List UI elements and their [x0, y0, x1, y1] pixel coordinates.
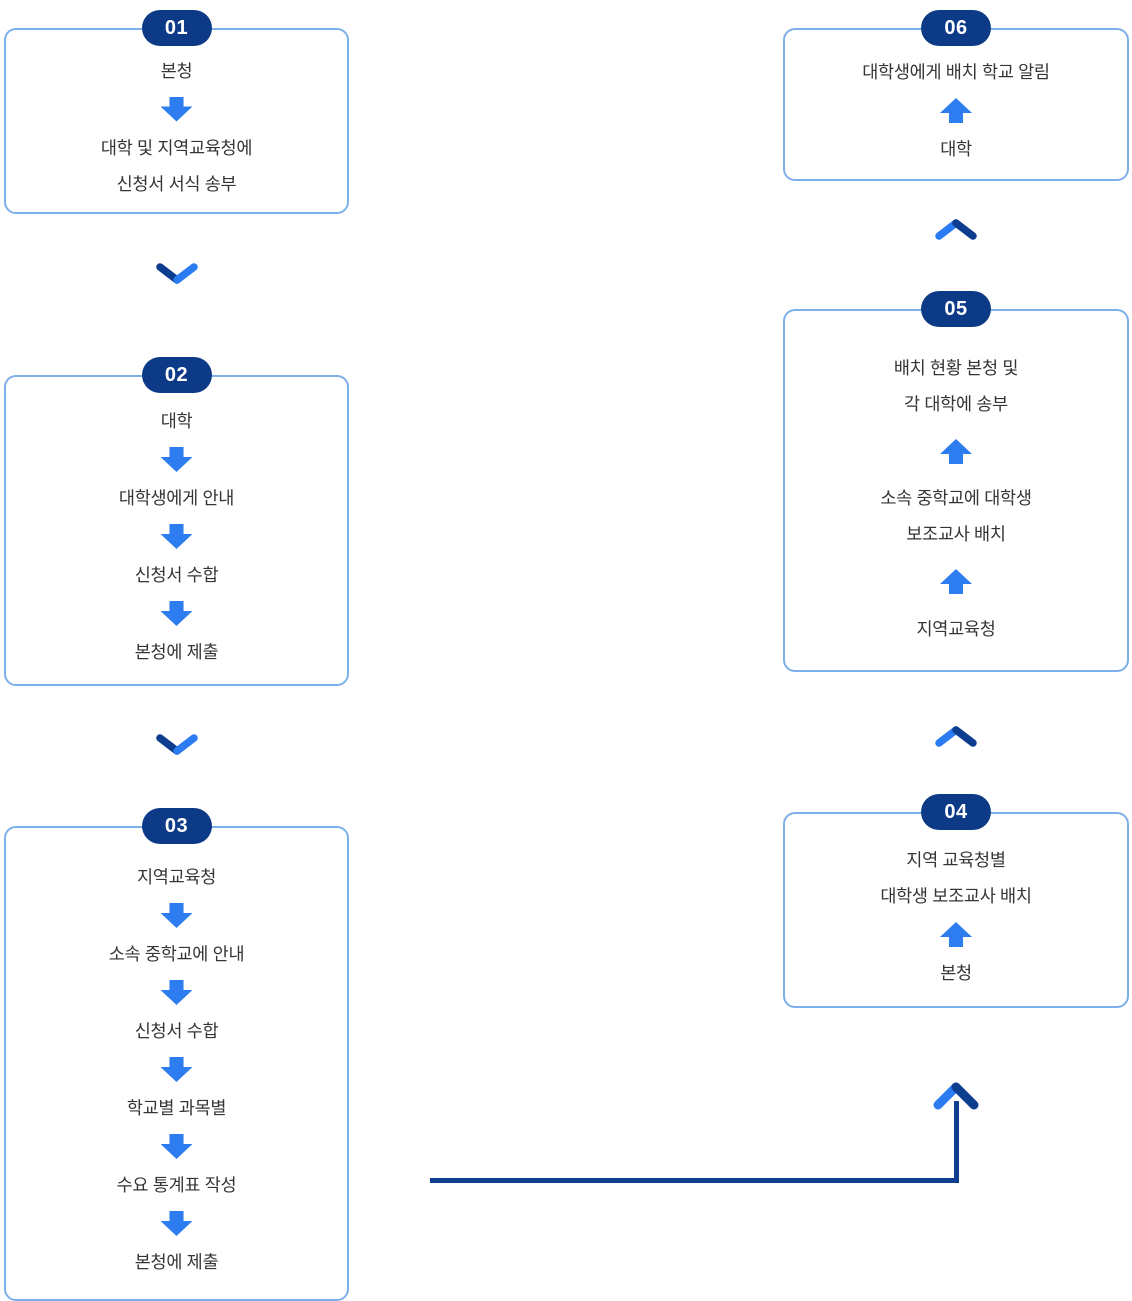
flow-step: 본청	[940, 955, 972, 991]
arrow-down-icon	[160, 980, 193, 1005]
step-label: 대학	[160, 411, 193, 431]
flow-step: 본청	[161, 53, 193, 89]
step-label: 지역 교육청별	[906, 849, 1006, 870]
step-label: 신청서 서식 송부	[116, 173, 237, 194]
step-number-badge: 04	[921, 794, 991, 830]
arrow-down-icon	[160, 1134, 193, 1159]
arrow-down-icon	[160, 96, 193, 122]
step-label: 대학	[940, 139, 972, 159]
step-number-badge: 06	[921, 10, 991, 46]
step-label: 신청서 수합	[134, 565, 219, 585]
arrow-up-icon	[940, 922, 972, 947]
step-number-badge: 05	[921, 291, 991, 327]
step-label: 본청	[160, 60, 193, 81]
arrow-down-icon	[160, 1057, 193, 1082]
flow-step: 대학생에게 배치 학교 알림	[862, 54, 1050, 90]
flow-step: 지역교육청	[137, 859, 216, 895]
flow-step: 신청서 수합	[135, 1013, 219, 1049]
step-label: 대학생에게 안내	[118, 488, 235, 508]
step-label: 본청	[940, 962, 972, 983]
step-label: 보조교사 배치	[906, 524, 1006, 545]
step-label: 수요 통계표 작성	[116, 1175, 237, 1195]
flow-step: 대학생에게 안내	[119, 480, 234, 516]
flow-step: 학교별 과목별	[126, 1090, 227, 1126]
flow-connector-arrow-icon	[430, 1082, 979, 1183]
step-label: 학교별 과목별	[126, 1098, 227, 1118]
chevron-down-icon	[155, 734, 198, 755]
chevron-up-icon	[935, 726, 977, 747]
flow-step: 대학	[940, 131, 972, 167]
flow-step: 수요 통계표 작성	[117, 1167, 237, 1203]
step-label: 본청에 제출	[134, 1252, 219, 1272]
step-number-badge: 02	[141, 357, 212, 393]
flow-step: 신청서 수합	[135, 557, 219, 593]
arrow-down-icon	[160, 447, 193, 472]
chevron-up-icon	[935, 219, 977, 240]
step-label: 배치 현황 본청 및	[893, 357, 1019, 378]
flow-step: 지역교육청	[917, 611, 996, 647]
step-label: 신청서 수합	[134, 1021, 219, 1041]
step-label: 본청에 제출	[134, 642, 219, 662]
step-label: 각 대학에 송부	[904, 393, 1008, 414]
step-label: 대학 및 지역교육청에	[100, 137, 253, 158]
step-label: 소속 중학교에 안내	[108, 944, 245, 964]
step-number-badge: 01	[141, 10, 212, 46]
step-label: 대학생 보조교사 배치	[880, 885, 1032, 906]
flow-step: 본청에 제출	[135, 1244, 219, 1280]
step-label: 대학생에게 배치 학교 알림	[862, 62, 1050, 82]
step-number-badge: 03	[141, 808, 212, 844]
step-label: 소속 중학교에 대학생	[880, 488, 1032, 509]
flow-step: 대학	[161, 403, 193, 439]
flow-step: 소속 중학교에 안내	[109, 936, 245, 972]
step-label: 지역교육청	[916, 619, 996, 640]
arrow-down-icon	[160, 1211, 193, 1236]
arrow-down-icon	[160, 601, 193, 626]
arrow-up-icon	[940, 439, 972, 464]
arrow-up-icon	[940, 98, 972, 123]
arrow-up-icon	[940, 569, 972, 594]
arrow-down-icon	[160, 524, 193, 549]
flow-step: 본청에 제출	[135, 634, 219, 670]
chevron-down-icon	[155, 263, 198, 284]
step-label: 지역교육청	[137, 867, 216, 887]
arrow-down-icon	[160, 903, 193, 928]
